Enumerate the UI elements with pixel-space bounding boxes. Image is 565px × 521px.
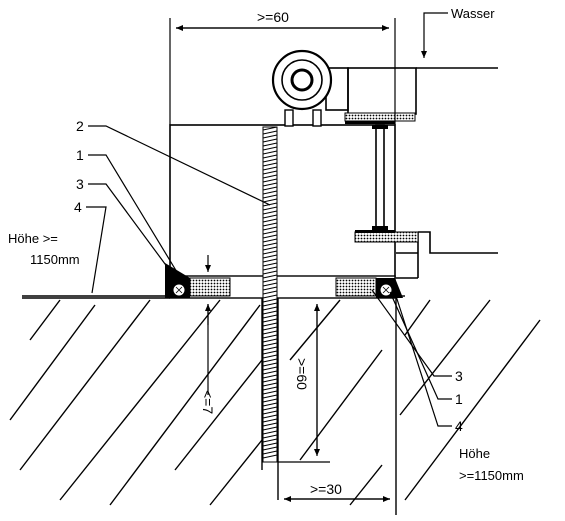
callout-4-right: 4 [455,418,463,434]
dimension-edge-label: >=30 [310,481,342,497]
height-right-line2: >=1150mm [459,468,524,483]
tank-body [169,124,396,279]
dimension-top [169,18,396,125]
pipe-fitting [271,49,349,127]
callout-3-left: 3 [76,176,84,192]
silicone-joint-right [376,278,403,298]
water-label: Wasser [451,6,495,21]
water-leader [421,12,448,58]
left-leaders [86,125,271,294]
callout-3-right: 3 [455,368,463,384]
callout-4-left: 4 [74,199,82,215]
silicone-joint-left [165,263,190,298]
callout-1-right: 1 [455,391,463,407]
height-left-line1: Höhe >= [8,231,58,246]
dimension-gap-label: <=7 [200,390,216,414]
dimension-depth-label: >=60 [294,358,310,390]
height-left-line2: 1150mm [30,252,80,267]
callout-1-left: 1 [76,147,84,163]
callout-2: 2 [76,118,84,134]
height-right-line1: Höhe [459,446,490,461]
dimension-depth [278,304,330,463]
threaded-rod [262,126,278,463]
panel-clamps [344,112,419,243]
seal-left [189,277,231,297]
right-leaders [371,289,452,427]
ground-hatching [9,299,541,506]
dimension-top-label: >=60 [257,9,289,25]
seal-right [335,277,377,297]
drill-hole [261,298,279,500]
